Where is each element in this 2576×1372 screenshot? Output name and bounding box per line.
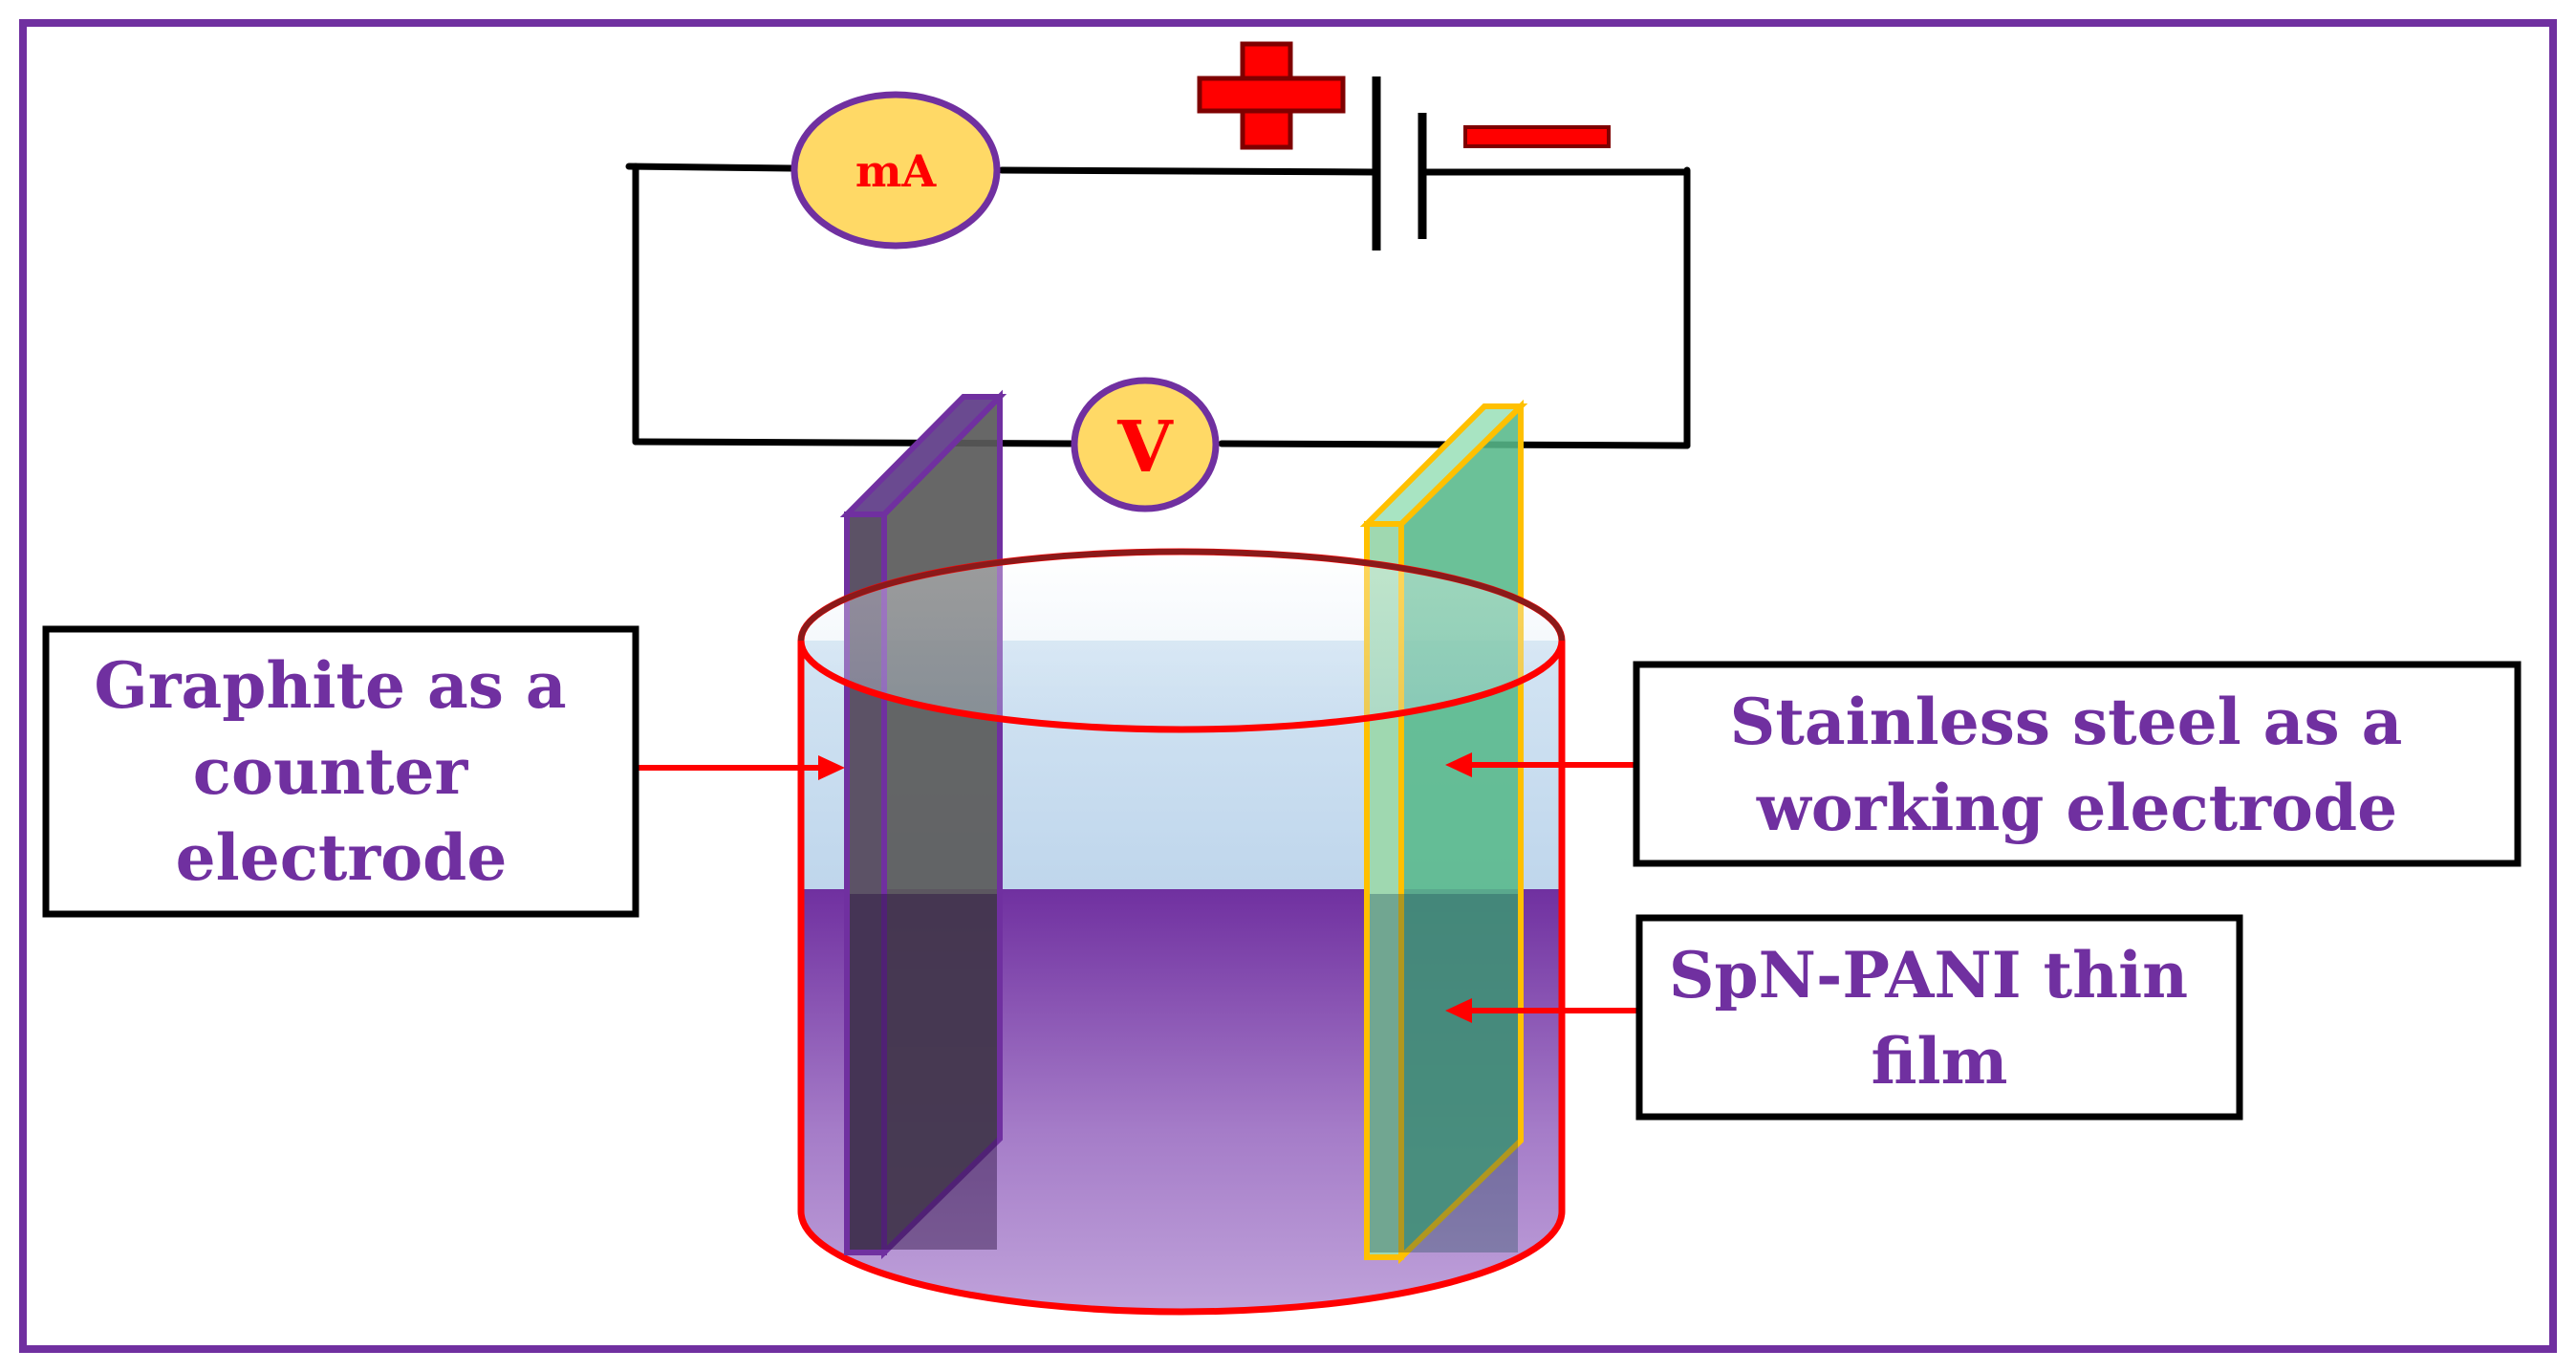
- film-label-box: SpN-PANI thin film: [1635, 914, 2243, 1121]
- circuit-wires: [625, 163, 1691, 449]
- steel-label-line-2: working electrode: [1756, 771, 2397, 845]
- spn-pani-film-region: [1370, 894, 1518, 1252]
- stainless-steel-electrode: [1359, 399, 1528, 1265]
- film-label-line-1: SpN-PANI thin: [1669, 938, 2188, 1013]
- minus-sign-icon: [1463, 125, 1611, 148]
- svg-text:Stainless steel as a wor: Stainless steel as a working electrode: [1730, 685, 2425, 845]
- film-arrow: [1445, 998, 1636, 1023]
- voltmeter: V: [1071, 377, 1220, 512]
- graphite-label-line-3: electrode: [176, 820, 508, 895]
- ammeter-label: mA: [855, 145, 938, 197]
- battery: [1372, 76, 1453, 250]
- graphite-electrode: [839, 389, 1007, 1260]
- graphite-label-line-2: counter: [193, 734, 469, 809]
- svg-text:SpN-PANI thin film: SpN-PANI thin film: [1669, 938, 2210, 1099]
- graphite-label-box: Graphite as a counter electrode: [42, 625, 639, 918]
- steel-label-box: Stainless steel as a working electrode: [1633, 661, 2522, 867]
- film-label-line-2: film: [1872, 1024, 2008, 1099]
- svg-text:Graphite as a counter: Graphite as a counter electrode: [94, 648, 588, 895]
- voltmeter-label: V: [1116, 406, 1174, 489]
- graphite-label-line-1: Graphite as a: [94, 648, 566, 723]
- plus-sign-icon: [1197, 41, 1346, 150]
- ammeter: mA: [790, 91, 1001, 250]
- steel-label-line-1: Stainless steel as a: [1730, 685, 2403, 759]
- outer-frame: [19, 19, 2557, 1353]
- steel-arrow: [1445, 752, 1636, 777]
- graphite-arrow: [639, 755, 845, 780]
